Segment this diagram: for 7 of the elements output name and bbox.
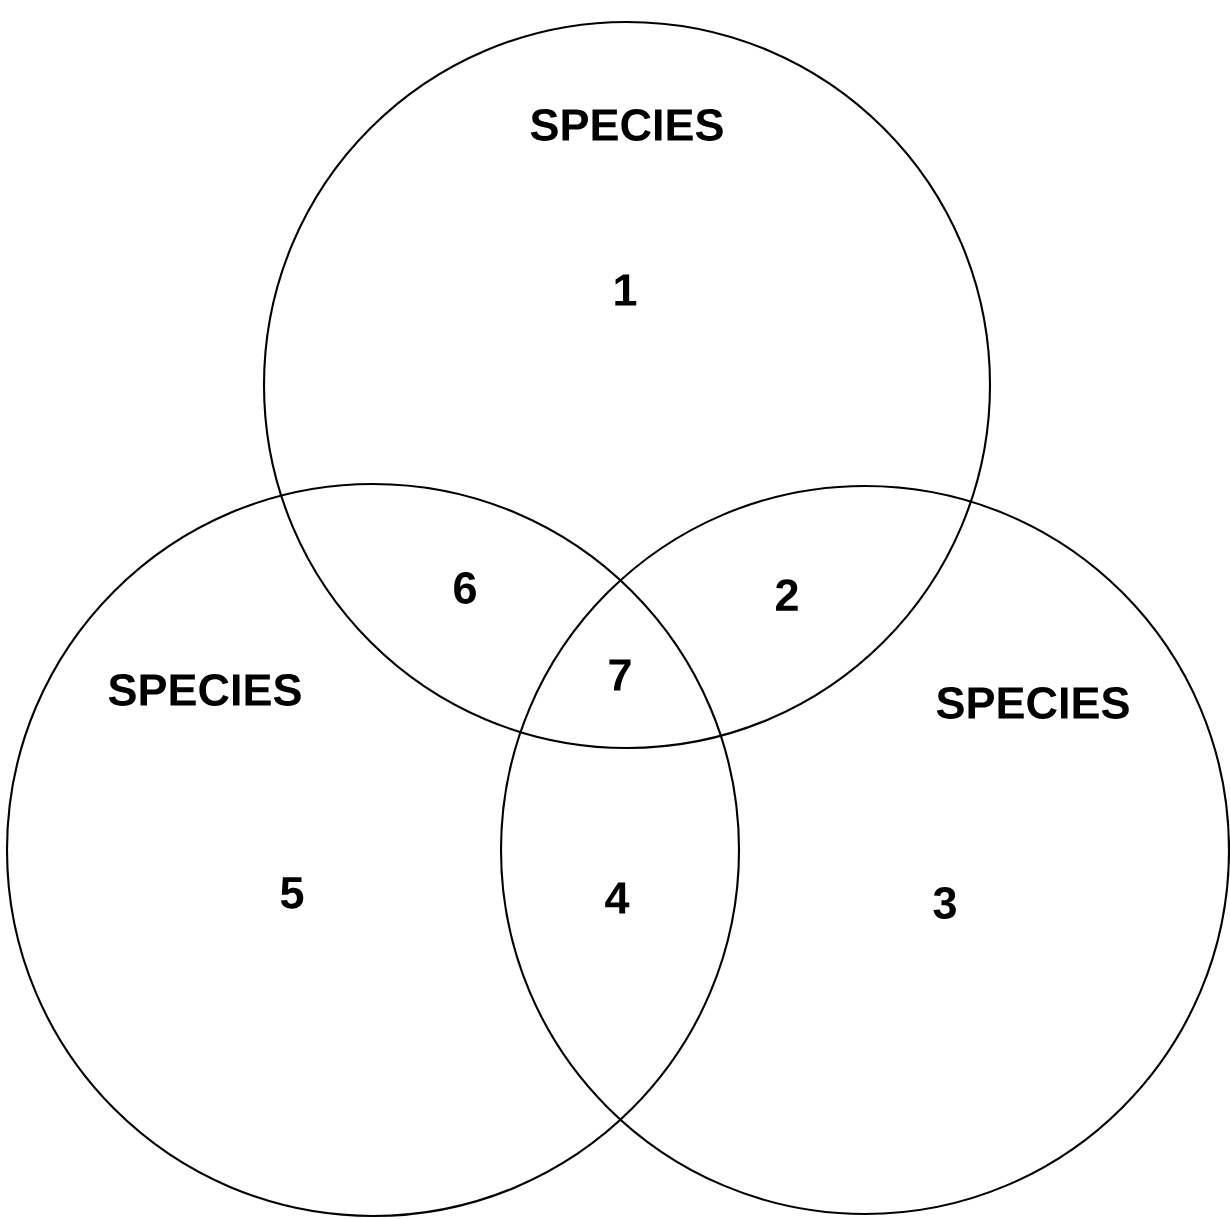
region-number: 3	[933, 887, 956, 919]
region-number: 7	[609, 659, 631, 691]
region-number: 1	[615, 274, 637, 306]
region-number: 5	[280, 877, 304, 909]
region-number: 6	[454, 572, 476, 604]
region-number: 4	[605, 882, 630, 914]
region-number: 2	[776, 579, 798, 611]
